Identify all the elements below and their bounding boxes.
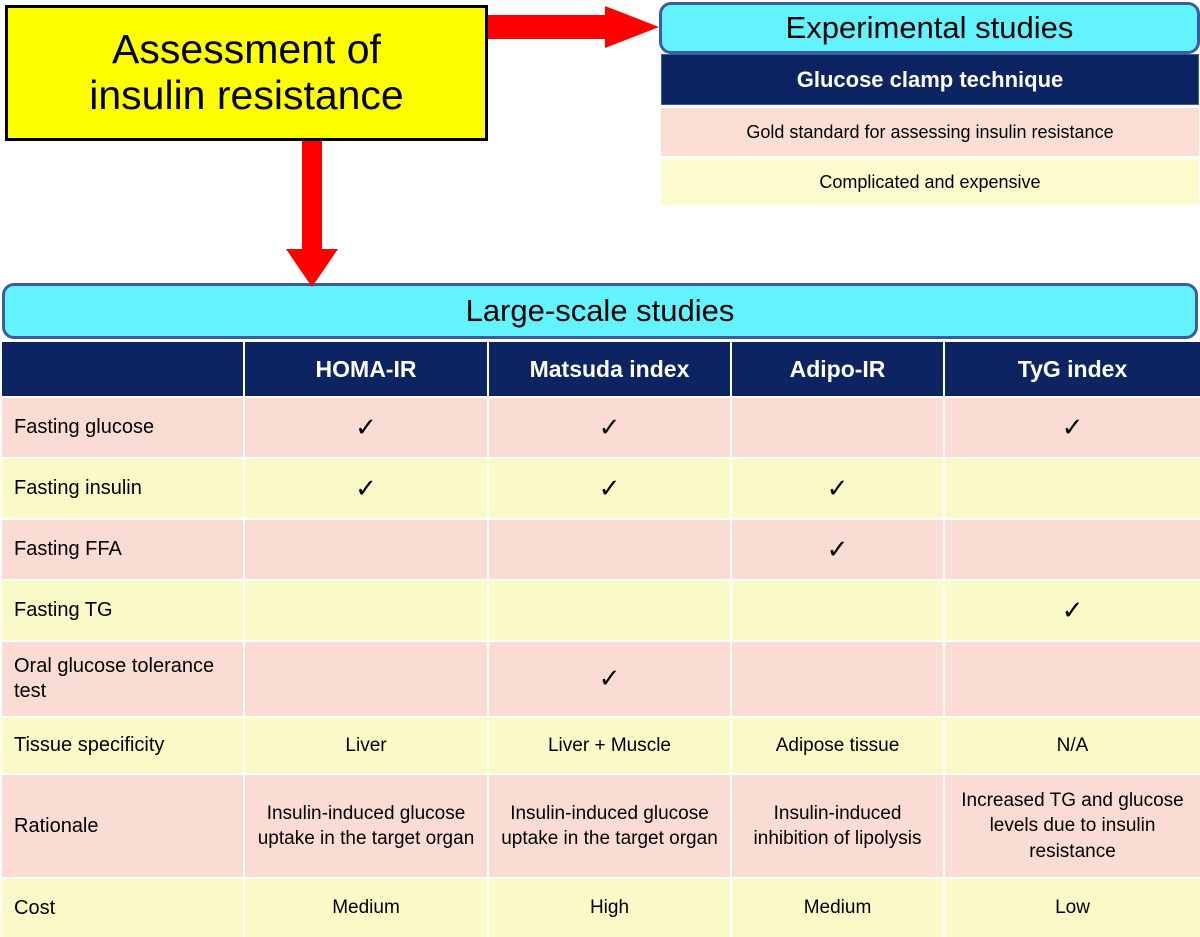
table-row: Fasting TG ✓ [0,579,1200,642]
table-cell: Medium [730,877,945,937]
root-box-line2: insulin resistance [89,72,404,118]
table-cell: ✓ [943,396,1200,459]
experimental-note-2: Complicated and expensive [661,159,1199,205]
table-cell: Increased TG and glucose levels due to i… [943,773,1200,879]
table-row: Cost Medium High Medium Low [0,877,1200,937]
root-box-text: Assessment of insulin resistance [89,26,404,119]
check-icon: ✓ [598,472,621,503]
large-scale-studies-title: Large-scale studies [2,283,1198,339]
table-cell: ✓ [943,579,1200,642]
table-cell: Medium [243,877,489,937]
cell-text: Medium [332,897,400,919]
table-header-row: HOMA-IR Matsuda index Adipo-IR TyG index [0,340,1200,398]
table-cell [943,640,1200,718]
table-row: Oral glucose tolerance test ✓ [0,640,1200,718]
table-row: Tissue specificity Liver Liver + Muscle Adi… [0,716,1200,775]
cell-text: Insulin-induced inhibition of lipolysis [753,802,922,849]
table-header-adipo-ir: Adipo-IR [730,340,945,398]
cell-text: High [589,897,630,919]
table-cell: ✓ [730,457,945,520]
table-cell [243,518,489,581]
table-header-matsuda-index: Matsuda index [487,340,732,398]
table-cell [730,579,945,642]
cell-text: Low [1055,897,1090,919]
table-row: Fasting FFA ✓ [0,518,1200,581]
table-cell [487,518,732,581]
table-cell [487,579,732,642]
arrow-right-icon [487,6,659,48]
table-cell [943,518,1200,581]
experimental-note-1: Gold standard for assessing insulin resi… [661,108,1199,156]
cell-text: Increased TG and glucose levels due to i… [961,790,1184,862]
experimental-studies-panel: Experimental studies Glucose clamp techn… [659,0,1200,207]
table-cell: Insulin-induced glucose uptake in the ta… [487,773,732,879]
cell-text: N/A [1056,734,1089,756]
table-cell [730,396,945,459]
table-cell: Insulin-induced inhibition of lipolysis [730,773,945,879]
row-label: Fasting FFA [0,518,245,581]
table-cell [730,640,945,718]
table-cell [243,579,489,642]
table-header-tyg-index: TyG index [943,340,1200,398]
cell-text: Insulin-induced glucose uptake in the ta… [257,802,475,849]
glucose-clamp-technique-header: Glucose clamp technique [661,54,1199,105]
cell-text: Liver [345,734,387,756]
table-row: Rationale Insulin-induced glucose uptake … [0,773,1200,879]
table-row: Fasting glucose ✓ ✓ ✓ [0,396,1200,459]
cell-text: Insulin-induced glucose uptake in the ta… [501,802,718,849]
row-label: Rationale [0,773,245,879]
table-cell: ✓ [487,640,732,718]
row-label: Fasting glucose [0,396,245,459]
check-icon: ✓ [1061,411,1084,442]
arrow-down-icon [286,139,338,287]
check-icon: ✓ [598,663,621,693]
table-cell: ✓ [730,518,945,581]
table-body: Fasting glucose✓✓✓Fasting insulin✓✓✓Fast… [0,396,1200,937]
check-icon: ✓ [826,472,849,503]
experimental-studies-title: Experimental studies [659,2,1200,54]
table-cell: ✓ [243,457,489,520]
table-header-corner [0,340,245,398]
root-box-line1: Assessment of [112,26,381,73]
table-header-homa-ir: HOMA-IR [243,340,489,398]
table-cell: Liver [243,716,489,775]
row-label: Tissue specificity [0,716,245,775]
row-label: Fasting insulin [0,457,245,520]
table-cell: ✓ [487,396,732,459]
table-cell: Liver + Muscle [487,716,732,775]
table-cell: N/A [943,716,1200,775]
row-label: Fasting TG [0,579,245,642]
check-icon: ✓ [826,533,849,564]
check-icon: ✓ [598,411,621,442]
table-cell [243,640,489,718]
table-cell: ✓ [243,396,489,459]
cell-text: Adipose tissue [775,734,900,756]
check-icon: ✓ [355,411,377,442]
assessment-root-box: Assessment of insulin resistance [5,5,488,141]
table-cell: Low [943,877,1200,937]
table-cell [943,457,1200,520]
cell-text: Liver + Muscle [547,734,672,756]
table-row: Fasting insulin ✓ ✓ ✓ [0,457,1200,520]
row-label: Cost [0,877,245,937]
row-label: Oral glucose tolerance test [0,640,245,718]
table-cell: High [487,877,732,937]
table-cell: ✓ [487,457,732,520]
table-cell: Insulin-induced glucose uptake in the ta… [243,773,489,879]
cell-text: Medium [803,897,872,919]
check-icon: ✓ [355,472,377,503]
table-cell: Adipose tissue [730,716,945,775]
check-icon: ✓ [1061,594,1084,625]
large-scale-studies-table: HOMA-IR Matsuda index Adipo-IR TyG index… [0,340,1200,937]
